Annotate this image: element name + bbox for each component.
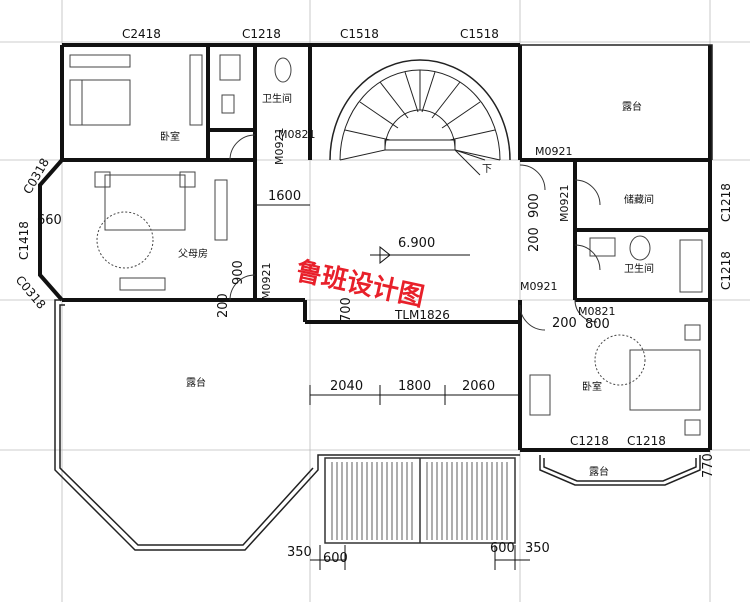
dim-900-b: 900 [527,193,542,218]
spiral-stair [329,59,511,176]
room-terrace-ne: 露台 [622,100,642,113]
dim-770: 770 [701,453,716,478]
window-c2418: C2418 [122,27,161,41]
door-m0921-e: M0921 [520,280,558,293]
dim-200-c: 200 [552,316,577,331]
dim-200-a: 200 [216,293,231,318]
door-m0921-a: M0921 [273,128,286,166]
window-c1218-e1: C1218 [719,183,733,222]
door-m0821-a: M0821 [278,128,316,141]
dim-350-a: 350 [287,545,312,560]
floor-level: 6.900 [398,236,435,251]
terrace-outlines [54,44,713,551]
room-terrace-s: 露台 [589,465,609,478]
door-swings [229,134,601,331]
dim-600-a: 600 [323,551,348,566]
room-labels: 卧室 卫生间 露台 储藏间 父母房 卫生间 露台 卧室 露台 [160,92,654,478]
room-terrace-sw: 露台 [186,376,206,389]
dim-2060: 2060 [462,379,495,394]
window-c1418: C1418 [17,221,31,260]
furniture [69,54,703,436]
window-c1518-a: C1518 [340,27,379,41]
stair-down-mark: 下 [482,164,492,175]
room-bedroom-se: 卧室 [582,380,602,393]
window-tlm1826: TLM1826 [394,308,450,322]
door-m0921-c: M0921 [535,145,573,158]
window-c1218-n: C1218 [242,27,281,41]
door-labels: M0821 M0921 M0921 M0921 M0921 M0821 M092… [260,128,616,319]
room-storage: 储藏间 [624,193,654,206]
door-m0821-b: M0821 [578,305,616,318]
walls [38,43,712,452]
dim-900-a: 900 [231,260,246,285]
dimension-labels: 660 1600 900 200 900 200 200 800 700 770… [37,189,716,566]
dim-600-b: 600 [490,541,515,556]
room-bath-n: 卫生间 [262,92,292,105]
balcony-grating [324,457,516,544]
room-bedroom-nw: 卧室 [160,130,180,143]
window-c1218-s1: C1218 [570,434,609,448]
dim-800: 800 [585,317,610,332]
dim-1600: 1600 [268,189,301,204]
dim-200-b: 200 [527,227,542,252]
dim-1800: 1800 [398,379,431,394]
dimension-lines [255,204,530,570]
dim-660: 660 [37,213,62,228]
dim-2040: 2040 [330,379,363,394]
window-c1218-s2: C1218 [627,434,666,448]
window-c1218-e2: C1218 [719,251,733,290]
dim-350-b: 350 [525,541,550,556]
window-c1518-b: C1518 [460,27,499,41]
door-m0921-d: M0921 [558,185,571,223]
watermark: 鲁班设计图 [293,256,426,312]
room-parents: 父母房 [178,247,208,260]
dim-700: 700 [339,297,354,322]
door-m0921-b: M0921 [260,263,273,301]
room-bath-e: 卫生间 [624,262,654,275]
